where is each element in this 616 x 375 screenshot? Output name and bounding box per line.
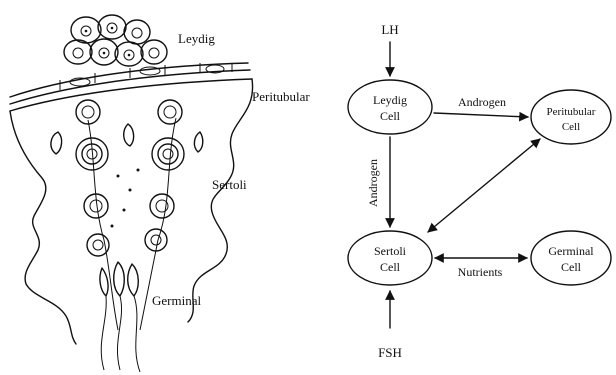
node-peritubular-cell: Peritubular Cell	[531, 90, 611, 144]
arrow-leydig-to-peritubular	[434, 113, 528, 117]
peritubular-layer	[10, 63, 252, 111]
svg-text:Leydig: Leydig	[373, 93, 407, 107]
seminiferous-tubule-illustration: Leydig Peritubular Sertoli Germinal	[10, 15, 310, 372]
edge-label-nutrients: Nutrients	[458, 265, 503, 279]
svg-text:Cell: Cell	[380, 109, 401, 123]
svg-text:Cell: Cell	[380, 260, 401, 274]
cell-interaction-diagram: LH Leydig Cell Peritubular Cell Sertoli …	[348, 22, 611, 360]
label-leydig: Leydig	[178, 31, 215, 46]
arrow-sertoli-peritubular	[428, 139, 540, 232]
edge-label-androgen-horizontal: Androgen	[458, 95, 506, 109]
leydig-cell-cluster	[64, 15, 167, 66]
germinal-cells-left-column	[76, 100, 109, 256]
label-sertoli: Sertoli	[212, 177, 247, 192]
node-leydig-cell: Leydig Cell	[348, 80, 432, 134]
input-lh-label: LH	[381, 22, 398, 37]
spermatid-shapes	[51, 124, 203, 228]
label-germinal: Germinal	[152, 293, 201, 308]
svg-text:Cell: Cell	[561, 260, 582, 274]
svg-text:Sertoli: Sertoli	[374, 244, 407, 258]
svg-text:Cell: Cell	[562, 121, 580, 133]
svg-text:Peritubular: Peritubular	[547, 106, 596, 118]
input-fsh-label: FSH	[378, 345, 402, 360]
node-sertoli-cell: Sertoli Cell	[348, 231, 432, 285]
node-germinal-cell: Germinal Cell	[531, 231, 611, 285]
edge-label-androgen-vertical: Androgen	[366, 159, 380, 207]
elongated-spermatids	[100, 262, 140, 372]
label-peritubular: Peritubular	[252, 89, 310, 104]
tubule-wall-outline	[10, 79, 253, 344]
svg-text:Germinal: Germinal	[548, 244, 594, 258]
germinal-cells-right-column	[145, 100, 184, 251]
